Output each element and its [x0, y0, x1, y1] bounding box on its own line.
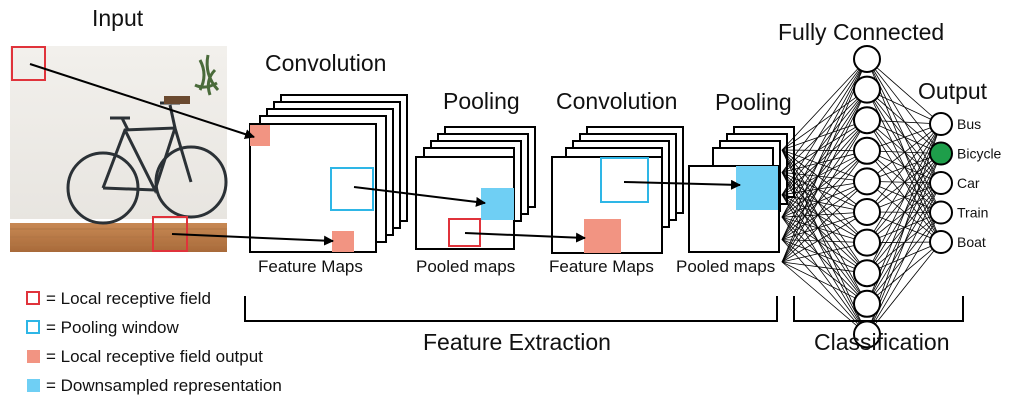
output-neuron-train [929, 200, 953, 225]
arrow-conv1-to-pool1 [353, 186, 486, 207]
output-neuron-bus [929, 112, 953, 136]
hidden-neuron [853, 228, 881, 257]
output-label-bus: Bus [957, 116, 981, 132]
feature-maps-2-label: Feature Maps [549, 257, 654, 276]
hidden-neuron [853, 106, 881, 135]
pool2-downsampled [736, 166, 778, 210]
classification-bracket [793, 296, 964, 322]
hidden-neuron [853, 136, 881, 165]
feature-maps-1-label: Feature Maps [258, 257, 363, 276]
pool1-receptive-field [448, 218, 481, 247]
legend-text-downsampled: = Downsampled representation [46, 376, 282, 395]
hidden-neuron [853, 45, 881, 73]
hidden-neuron [853, 198, 881, 226]
legend-swatch-receptive-output [27, 350, 40, 363]
arrow-input-to-conv1-top [29, 63, 255, 139]
legend-text-receptive-field: = Local receptive field [46, 289, 211, 308]
legend-text-receptive-output: = Local receptive field output [46, 347, 263, 366]
output-label-boat: Boat [957, 234, 986, 250]
pooling-1-title: Pooling [443, 88, 520, 114]
legend-swatch-downsampled [27, 379, 40, 392]
hidden-neuron [853, 259, 881, 288]
pooling-1-stack [415, 126, 536, 250]
output-label-train: Train [957, 205, 988, 221]
legend-text-pooling-window: = Pooling window [46, 318, 180, 337]
flow-arrows [29, 63, 741, 246]
output-label-bicycle: Bicycle [957, 146, 1002, 162]
conv2-pooling-window [600, 157, 649, 203]
convolution-1-title: Convolution [265, 50, 386, 76]
legend: = Local receptive field = Pooling window… [26, 289, 282, 395]
feature-extraction-bracket [244, 296, 778, 322]
hidden-neuron [853, 167, 881, 196]
hidden-neuron [853, 75, 881, 104]
conv1-receptive-output-top [250, 125, 270, 146]
arrow-conv2-to-pool2 [623, 179, 741, 190]
output-neuron-boat [929, 230, 953, 254]
convolution-1-stack [249, 94, 408, 253]
output-neuron-bicycle [929, 141, 953, 166]
conv1-receptive-output-bottom [332, 231, 354, 252]
arrow-pool1-to-conv2 [464, 232, 586, 243]
pooled-maps-1-label: Pooled maps [416, 257, 515, 276]
output-neuron-car [929, 171, 953, 195]
convolution-2-title: Convolution [556, 88, 677, 114]
fully-connected-title: Fully Connected [778, 19, 944, 45]
input-image [10, 46, 228, 252]
arrow-input-to-conv1-bottom [171, 233, 334, 246]
pool1-downsampled [481, 188, 514, 220]
classification-label: Classification [814, 329, 950, 355]
conv2-receptive-output [584, 219, 621, 253]
output-label-car: Car [957, 175, 980, 191]
pooled-maps-2-label: Pooled maps [676, 257, 775, 276]
input-title: Input [92, 5, 144, 31]
feature-extraction-label: Feature Extraction [423, 329, 611, 355]
bicycle-illustration [66, 101, 228, 225]
pooling-2-title: Pooling [715, 89, 792, 115]
hidden-layer [853, 45, 881, 349]
legend-swatch-receptive-field [26, 291, 40, 305]
legend-swatch-pooling-window [26, 320, 40, 334]
hidden-neuron [853, 289, 881, 318]
output-title: Output [918, 78, 988, 104]
input-receptive-field-top [11, 46, 46, 81]
